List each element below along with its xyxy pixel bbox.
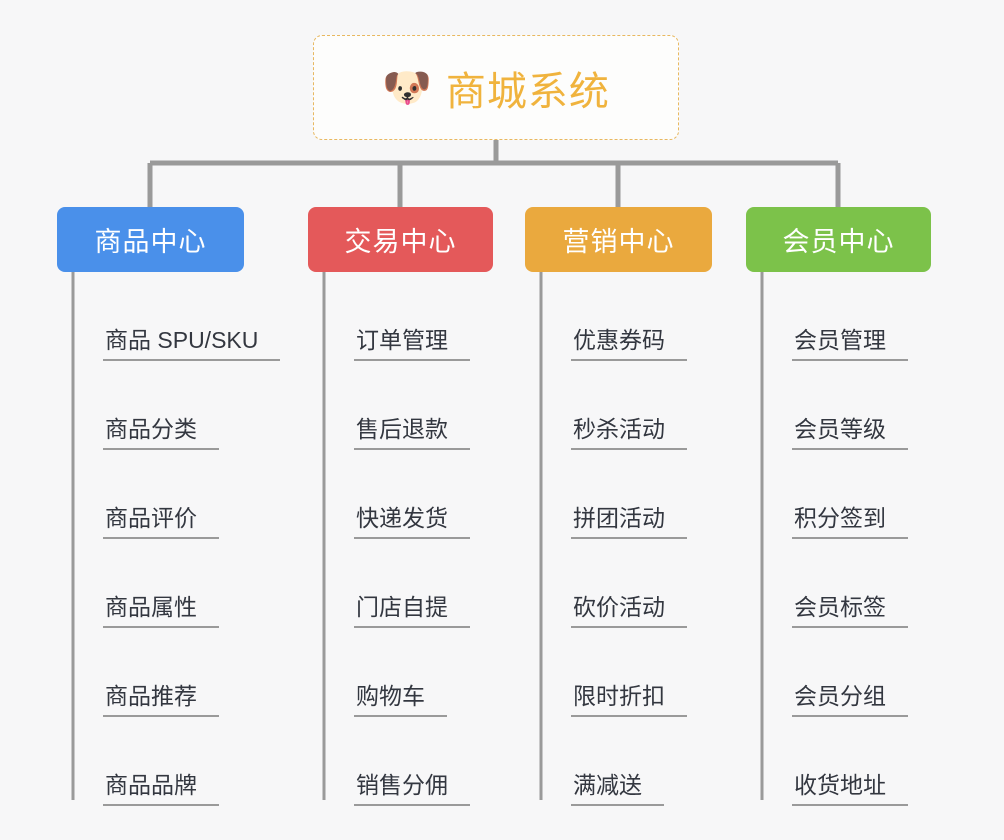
leaf-label: 拼团活动 (571, 505, 687, 539)
list-item[interactable]: 优惠券码 (541, 272, 712, 361)
list-item[interactable]: 商品分类 (73, 361, 280, 450)
branch-header-trade[interactable]: 交易中心 (308, 207, 493, 272)
branch-header-product[interactable]: 商品中心 (57, 207, 244, 272)
leaf-label: 商品推荐 (103, 683, 219, 717)
leaf-label: 会员等级 (792, 416, 908, 450)
list-item[interactable]: 会员分组 (762, 628, 931, 717)
leaf-label: 商品 SPU/SKU (103, 327, 281, 361)
leaf-label: 限时折扣 (571, 683, 687, 717)
root-title: 商城系统 (445, 69, 610, 114)
branch-product: 商品中心 商品 SPU/SKU 商品分类 商品评价 商品属性 商品推荐 商品品牌 (57, 207, 281, 806)
leaf-label: 会员标签 (792, 594, 908, 628)
leaf-label: 销售分佣 (354, 772, 470, 806)
leaf-label: 商品属性 (103, 594, 219, 628)
leaf-label: 快递发货 (354, 505, 470, 539)
leaf-label: 满减送 (571, 772, 664, 806)
list-item[interactable]: 商品 SPU/SKU (73, 272, 281, 361)
leaf-label: 积分签到 (792, 505, 908, 539)
list-item[interactable]: 商品评价 (73, 450, 280, 539)
list-item[interactable]: 商品属性 (73, 539, 280, 628)
list-item[interactable]: 秒杀活动 (541, 361, 712, 450)
root-node[interactable]: 🐶 商城系统 (313, 35, 679, 140)
list-item[interactable]: 会员等级 (762, 361, 931, 450)
leaf-label: 收货地址 (792, 772, 908, 806)
leaf-label: 会员管理 (792, 327, 908, 361)
leaf-label: 秒杀活动 (571, 416, 687, 450)
leaf-label: 商品品牌 (103, 772, 219, 806)
branch-member: 会员中心 会员管理 会员等级 积分签到 会员标签 会员分组 收货地址 (746, 207, 931, 806)
leaf-list-trade: 订单管理 售后退款 快递发货 门店自提 购物车 销售分佣 (308, 272, 493, 806)
leaf-list-member: 会员管理 会员等级 积分签到 会员标签 会员分组 收货地址 (746, 272, 931, 806)
branch-header-label: 营销中心 (562, 227, 675, 257)
leaf-label: 订单管理 (354, 327, 470, 361)
list-item[interactable]: 快递发货 (324, 450, 493, 539)
leaf-list-product: 商品 SPU/SKU 商品分类 商品评价 商品属性 商品推荐 商品品牌 (57, 272, 281, 806)
leaf-label: 优惠券码 (571, 327, 687, 361)
list-item[interactable]: 销售分佣 (324, 717, 493, 806)
branch-header-label: 会员中心 (782, 227, 895, 257)
branch-header-label: 商品中心 (94, 227, 207, 257)
branch-header-marketing[interactable]: 营销中心 (525, 207, 712, 272)
list-item[interactable]: 收货地址 (762, 717, 931, 806)
leaf-label: 购物车 (354, 683, 447, 717)
leaf-label: 商品分类 (103, 416, 219, 450)
shiba-dog-face-icon: 🐶 (382, 65, 432, 110)
list-item[interactable]: 售后退款 (324, 361, 493, 450)
list-item[interactable]: 订单管理 (324, 272, 493, 361)
list-item[interactable]: 会员标签 (762, 539, 931, 628)
branch-marketing: 营销中心 优惠券码 秒杀活动 拼团活动 砍价活动 限时折扣 满减送 (525, 207, 712, 806)
leaf-label: 商品评价 (103, 505, 219, 539)
list-item[interactable]: 积分签到 (762, 450, 931, 539)
list-item[interactable]: 砍价活动 (541, 539, 712, 628)
branch-header-label: 交易中心 (344, 227, 457, 257)
leaf-list-marketing: 优惠券码 秒杀活动 拼团活动 砍价活动 限时折扣 满减送 (525, 272, 712, 806)
list-item[interactable]: 满减送 (541, 717, 712, 806)
branch-trade: 交易中心 订单管理 售后退款 快递发货 门店自提 购物车 销售分佣 (308, 207, 493, 806)
list-item[interactable]: 拼团活动 (541, 450, 712, 539)
leaf-label: 门店自提 (354, 594, 470, 628)
list-item[interactable]: 门店自提 (324, 539, 493, 628)
list-item[interactable]: 商品推荐 (73, 628, 280, 717)
list-item[interactable]: 限时折扣 (541, 628, 712, 717)
leaf-label: 售后退款 (354, 416, 470, 450)
list-item[interactable]: 会员管理 (762, 272, 931, 361)
leaf-label: 砍价活动 (571, 594, 687, 628)
list-item[interactable]: 购物车 (324, 628, 493, 717)
branch-header-member[interactable]: 会员中心 (746, 207, 931, 272)
leaf-label: 会员分组 (792, 683, 908, 717)
list-item[interactable]: 商品品牌 (73, 717, 280, 806)
